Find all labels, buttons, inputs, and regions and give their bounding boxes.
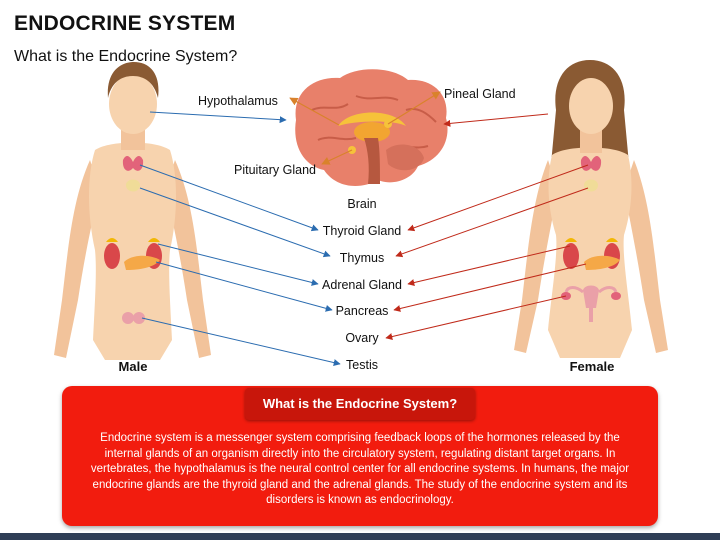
info-body: Endocrine system is a messenger system c… bbox=[90, 432, 630, 506]
label-pituitary: Pituitary Gland bbox=[234, 163, 316, 177]
bottom-bar bbox=[0, 533, 720, 540]
label-brain: Brain bbox=[347, 197, 376, 211]
arrow-male-thymus bbox=[139, 187, 331, 258]
arrow-male-adrenal bbox=[157, 243, 319, 286]
arrow-hypothalamus-brain bbox=[289, 97, 340, 126]
slide-title: ENDOCRINE SYSTEM bbox=[14, 12, 236, 35]
label-thyroid: Thyroid Gland bbox=[323, 224, 402, 238]
male-figure bbox=[54, 62, 211, 360]
female-figure bbox=[514, 60, 668, 358]
arrow-female-thymus bbox=[395, 187, 589, 258]
arrow-female-ovary bbox=[385, 295, 567, 340]
male-label: Male bbox=[119, 359, 148, 374]
label-adrenal: Adrenal Gland bbox=[322, 278, 402, 292]
label-testis: Testis bbox=[346, 358, 378, 372]
arrow-female-brain bbox=[443, 113, 549, 127]
label-pineal: Pineal Gland bbox=[444, 87, 516, 101]
info-heading: What is the Endocrine System? bbox=[245, 388, 475, 420]
arrow-male-brain bbox=[149, 111, 287, 124]
arrow-male-pancreas bbox=[155, 261, 333, 312]
arrow-pituitary-brain bbox=[321, 149, 353, 165]
label-ovary: Ovary bbox=[345, 331, 379, 345]
brain-illustration bbox=[295, 69, 448, 186]
arrow-male-testis bbox=[141, 317, 341, 366]
arrow-pineal-brain bbox=[387, 91, 441, 125]
arrow-female-pancreas bbox=[393, 263, 587, 312]
arrow-male-thyroid bbox=[139, 164, 319, 232]
arrow-female-adrenal bbox=[407, 245, 571, 286]
arrow-female-thyroid bbox=[407, 164, 589, 232]
label-thymus: Thymus bbox=[340, 251, 384, 265]
slide-subtitle: What is the Endocrine System? bbox=[14, 48, 238, 65]
label-hypothalamus: Hypothalamus bbox=[198, 94, 278, 108]
female-label: Female bbox=[570, 359, 615, 374]
label-pancreas: Pancreas bbox=[336, 304, 389, 318]
